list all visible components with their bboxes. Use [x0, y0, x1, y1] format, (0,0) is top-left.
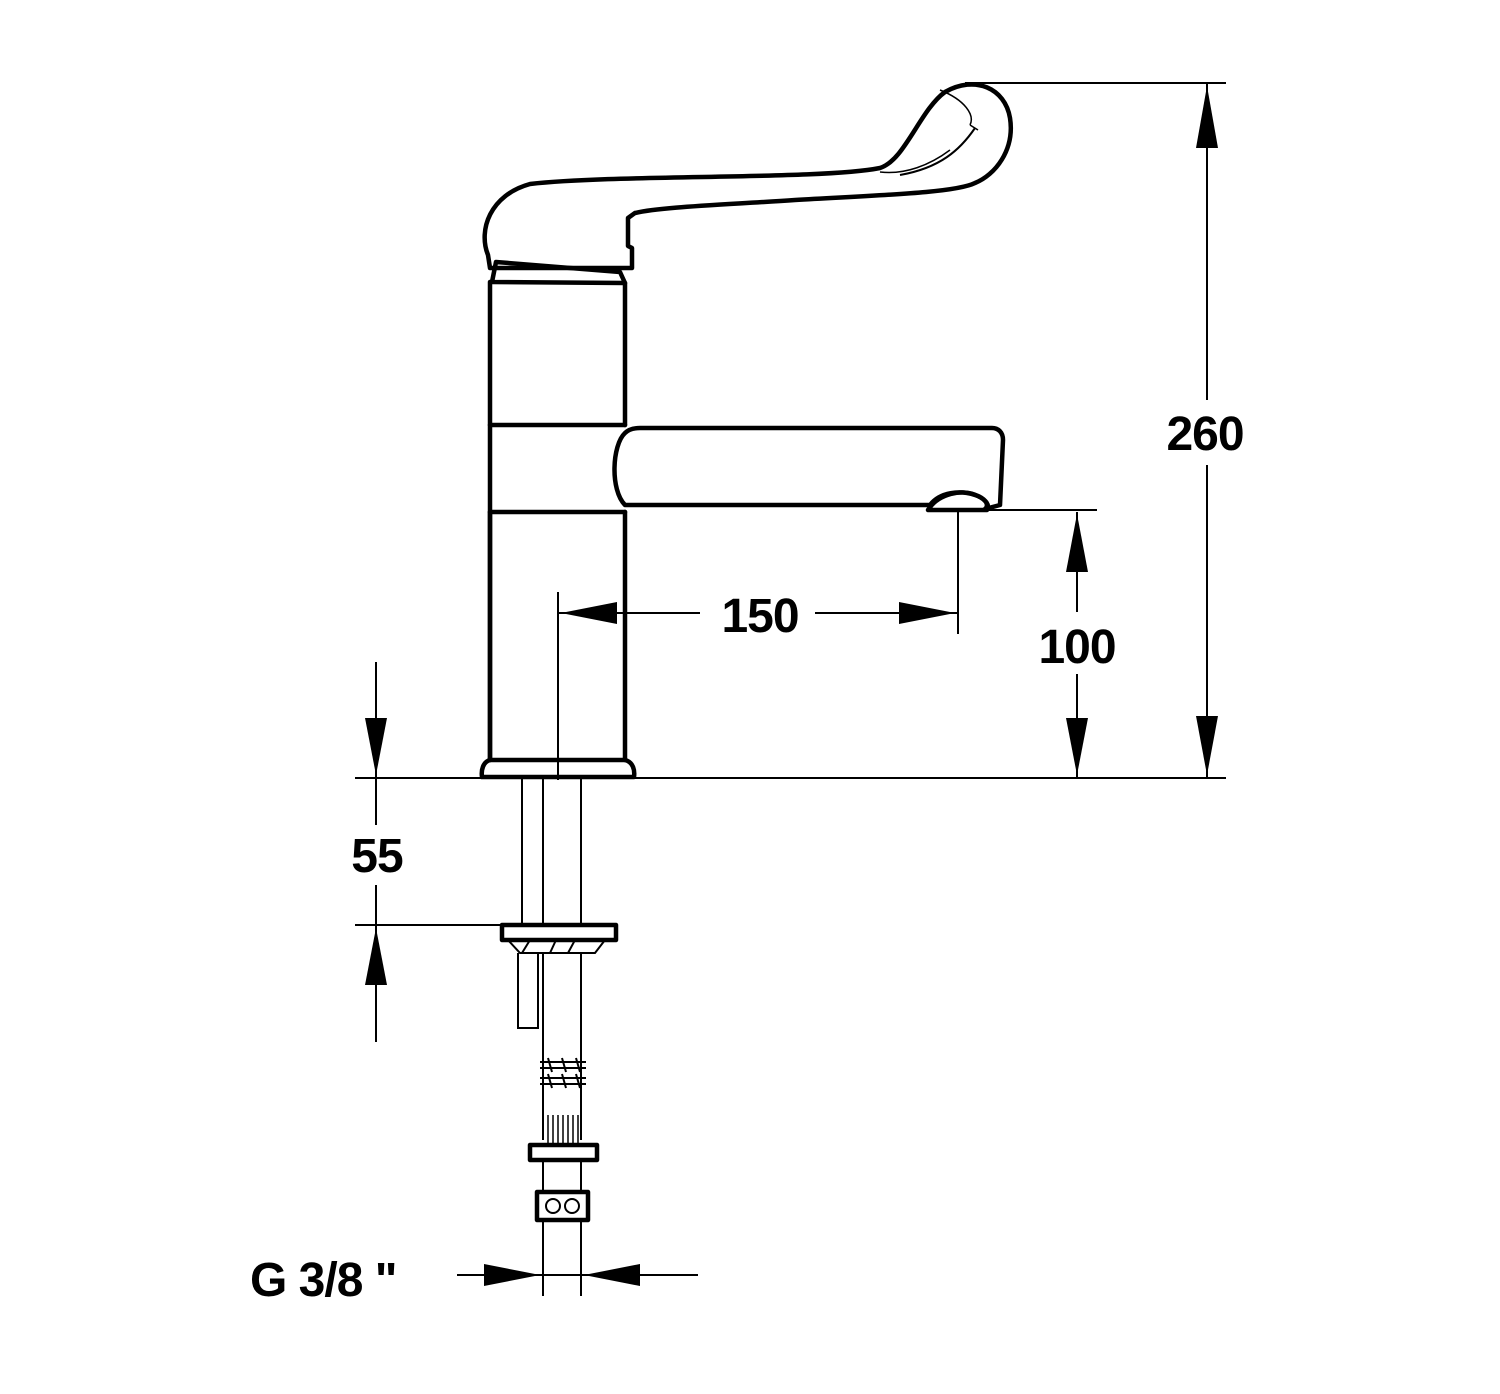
mounting-stud [517, 953, 539, 1029]
dim-arrow-down [1196, 716, 1218, 775]
dim-label-total-height: 260 [1166, 408, 1243, 461]
hose-connector [534, 1189, 591, 1223]
hose-thread [547, 1115, 579, 1145]
faucet-outline [479, 82, 1014, 1296]
dimension-connection-thread: G 3/8 " [250, 1254, 698, 1307]
connector-tail [542, 1220, 582, 1296]
dim-label-connection-thread: G 3/8 " [250, 1254, 397, 1307]
dim-label-spout-reach: 150 [721, 590, 798, 643]
dimension-total-height: 260 [965, 82, 1260, 779]
lever-handle [482, 82, 1014, 271]
aerator [925, 490, 991, 513]
hose-fitting-neck [542, 1160, 582, 1192]
hose-crimp-1 [540, 1057, 586, 1073]
dimension-below-deck: 55 [335, 662, 505, 1042]
mounting-plate [499, 922, 619, 943]
cartridge-cap [489, 259, 628, 286]
connector-bore-right [564, 1198, 580, 1214]
lever-tip-detail [879, 89, 979, 174]
hose-crimp-2 [540, 1073, 586, 1089]
connector-bore-left [545, 1198, 561, 1214]
dimension-spout-reach: 150 [557, 512, 959, 780]
hose-fitting-nut [527, 1142, 600, 1163]
dimension-spout-height: 100 [355, 509, 1130, 779]
dim-arrow-up [1196, 86, 1218, 148]
dim-label-below-deck: 55 [351, 830, 403, 883]
lever-tip-inner [899, 127, 976, 176]
mounting-nut [507, 939, 606, 954]
dim-label-spout-height: 100 [1038, 621, 1115, 674]
